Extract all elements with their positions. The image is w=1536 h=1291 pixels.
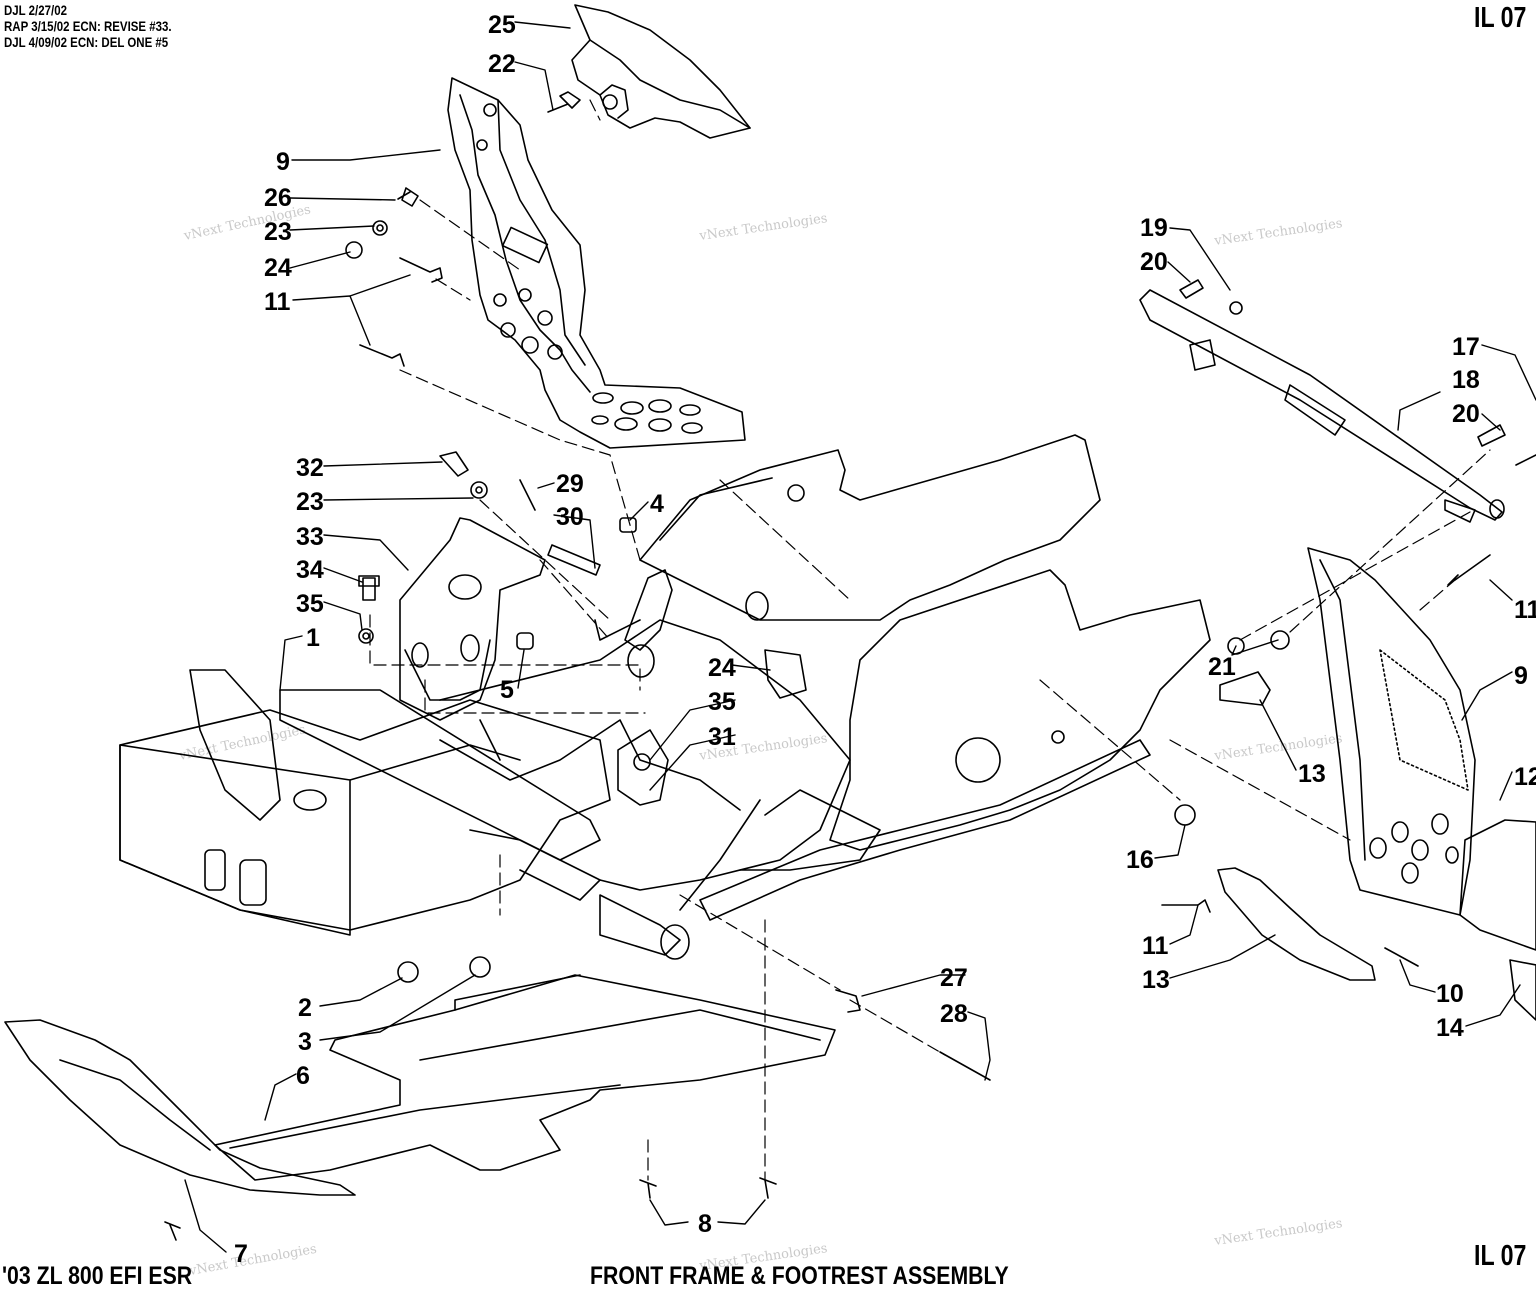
callout-2: 2 [298, 994, 312, 1022]
callout-18: 18 [1452, 366, 1480, 394]
callout-35: 35 [296, 590, 324, 618]
callout-14: 14 [1436, 1014, 1464, 1042]
callout-20: 20 [1140, 248, 1168, 276]
callout-group: 25 22 9 26 23 24 11 19 20 17 18 20 32 23… [234, 11, 1536, 1268]
model-name: '03 ZL 800 EFI ESR [2, 1262, 193, 1290]
callout-23: 23 [264, 218, 292, 246]
callout-6: 6 [296, 1062, 310, 1090]
right-footrest-bracket [1307, 547, 1536, 1021]
callout-24: 24 [264, 254, 292, 282]
steering-cross-tube [1139, 289, 1505, 523]
callout-7: 7 [234, 1240, 248, 1268]
assembly-title: FRONT FRAME & FOOTREST ASSEMBLY [590, 1262, 1009, 1290]
callout-11: 11 [1514, 596, 1536, 624]
revision-note: RAP 3/15/02 ECN: REVISE #33. [4, 18, 172, 34]
callout-11: 11 [1142, 932, 1169, 960]
callout-8: 8 [698, 1210, 712, 1238]
callout-1: 1 [306, 624, 320, 652]
callout-9: 9 [1514, 662, 1528, 690]
watermark: vNext Technologies [1212, 216, 1343, 249]
callout-13: 13 [1298, 760, 1326, 788]
watermark: vNext Technologies [697, 211, 828, 244]
callout-35: 35 [708, 688, 736, 716]
callout-22: 22 [488, 50, 516, 78]
watermark-group: vNext Technologies vNext Technologies vN… [177, 202, 1344, 1279]
callout-26: 26 [264, 184, 292, 212]
assembly-lines [369, 99, 1491, 1181]
watermark: vNext Technologies [187, 1242, 318, 1279]
revision-note: DJL 2/27/02 [4, 2, 67, 18]
callout-33: 33 [296, 523, 324, 551]
front-frame [119, 434, 1211, 960]
callout-21: 21 [1208, 653, 1236, 681]
ref-code-top: IL 07 [1474, 2, 1527, 34]
callout-9: 9 [276, 148, 290, 176]
callout-27: 27 [940, 964, 968, 992]
callout-5: 5 [500, 676, 514, 704]
callout-12: 12 [1514, 763, 1536, 791]
footrest-support [1217, 867, 1376, 981]
callout-17: 17 [1452, 333, 1480, 361]
callout-30: 30 [556, 503, 584, 531]
callout-29: 29 [556, 470, 584, 498]
callout-28: 28 [940, 1000, 968, 1028]
callout-16: 16 [1126, 846, 1154, 874]
callout-24: 24 [708, 654, 736, 682]
callout-3: 3 [298, 1028, 312, 1056]
callout-4: 4 [650, 490, 664, 518]
callout-25: 25 [488, 11, 516, 39]
belly-pan-skid [4, 974, 836, 1196]
watermark: vNext Technologies [177, 722, 307, 764]
callout-11: 11 [264, 288, 291, 316]
callout-31: 31 [708, 723, 736, 751]
watermark: vNext Technologies [182, 202, 312, 244]
callout-32: 32 [296, 454, 324, 482]
hardware [164, 91, 1536, 1241]
revision-note: DJL 4/09/02 ECN: DEL ONE #5 [4, 34, 169, 50]
leader-lines [184, 21, 1536, 1253]
left-footrest-bracket [447, 77, 746, 449]
callout-19: 19 [1140, 214, 1168, 242]
callout-10: 10 [1436, 980, 1464, 1008]
callout-20: 20 [1452, 400, 1480, 428]
upper-guard [571, 4, 751, 139]
revision-notes: DJL 2/27/02 RAP 3/15/02 ECN: REVISE #33.… [4, 2, 172, 50]
callout-13: 13 [1142, 966, 1170, 994]
callout-34: 34 [296, 556, 324, 584]
engine-mount-bracket [399, 517, 546, 721]
callout-23: 23 [296, 488, 324, 516]
ref-code-bottom: IL 07 [1474, 1240, 1527, 1272]
watermark: vNext Technologies [1212, 1216, 1343, 1249]
